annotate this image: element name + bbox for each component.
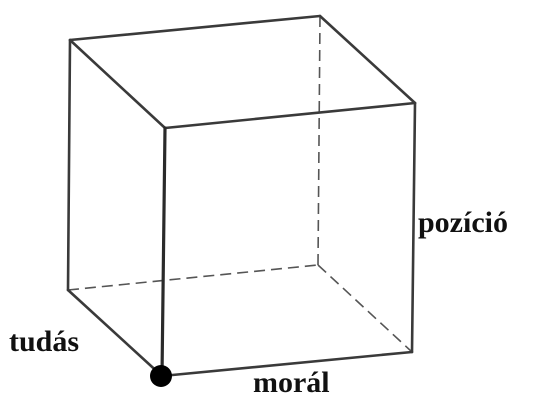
axis-label-pozicio: pozíció xyxy=(418,206,508,239)
edge-right-vertical xyxy=(410,101,417,354)
hidden-edge-back-bottom-left xyxy=(67,264,319,291)
edge-front-vertical xyxy=(160,126,167,378)
hidden-edge-back-bottom-right xyxy=(317,264,413,353)
hidden-edge-back-vertical xyxy=(317,15,321,266)
edge-bottom-left xyxy=(66,288,164,378)
edge-bottom-front xyxy=(160,350,414,378)
edge-top-back xyxy=(68,14,322,42)
axis-label-moral: morál xyxy=(253,366,330,395)
edge-top-right xyxy=(318,14,417,105)
visible-edges xyxy=(66,14,417,378)
axis-label-tudas: tudás xyxy=(9,325,79,358)
hidden-edges xyxy=(67,15,413,353)
origin-point xyxy=(150,365,172,387)
edge-top-left xyxy=(68,38,167,130)
edge-top-front xyxy=(163,101,417,130)
edge-left-back-vertical xyxy=(66,38,72,292)
